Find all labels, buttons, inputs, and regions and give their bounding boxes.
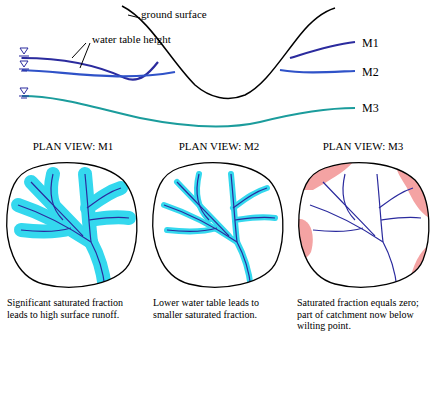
- stream-channel: [313, 228, 363, 231]
- ground-surface-label: ground surface: [141, 8, 207, 20]
- catchment-outline: [7, 163, 137, 288]
- water-table-m1: [290, 42, 355, 58]
- dry-area: [395, 160, 435, 220]
- catchment-interior: [164, 174, 275, 288]
- saturated-area: [167, 228, 217, 231]
- curve-label: M2: [362, 66, 379, 78]
- water-level-symbol: [20, 48, 28, 54]
- catchment-outline: [153, 163, 283, 288]
- saturated-area: [89, 217, 129, 220]
- plan-view-title: PLAN VIEW: M1: [3, 140, 143, 153]
- stream-channel: [167, 228, 217, 231]
- stream-channel: [310, 205, 383, 242]
- plan-view: PLAN VIEW: M2 Lower water table leads to …: [149, 140, 289, 410]
- plan-view-caption: Significant saturated fraction leads to …: [7, 297, 137, 320]
- water-level-symbol: [19, 96, 29, 98]
- catchment-interior: [18, 174, 129, 288]
- plan-view-caption: Lower water table leads to smaller satur…: [153, 297, 283, 320]
- dry-area: [295, 160, 355, 190]
- stream-channel: [381, 217, 421, 220]
- stream-channel: [379, 188, 413, 208]
- stream-channel: [197, 174, 209, 220]
- stream-channel: [51, 174, 63, 220]
- water-table-m2: [280, 70, 355, 72]
- saturated-area: [233, 188, 267, 208]
- water-level-symbol: [20, 88, 28, 94]
- catchment-fill: [153, 163, 283, 288]
- stream-channel: [164, 205, 237, 242]
- leader-line: [128, 15, 140, 18]
- stream-channel: [237, 242, 251, 288]
- saturated-area: [87, 188, 121, 208]
- plan-view-caption: Saturated fraction equals zero; part of …: [297, 297, 427, 332]
- water-table-m2: [22, 70, 175, 76]
- plan-view-title: PLAN VIEW: M3: [293, 140, 433, 153]
- catchment-interior: [295, 160, 435, 292]
- saturated-area: [21, 228, 71, 231]
- curve-label: M3: [362, 102, 379, 114]
- stream-channel: [177, 182, 229, 236]
- catchment-plan: [153, 163, 283, 288]
- stream-channel: [233, 188, 267, 208]
- ground-surface-line: [122, 6, 335, 98]
- plan-view-title: PLAN VIEW: M2: [149, 140, 289, 153]
- saturated-area: [237, 242, 251, 288]
- stream-channel: [21, 228, 71, 231]
- stream-channel: [87, 188, 121, 208]
- stream-channel: [235, 217, 275, 220]
- stream-channel: [383, 242, 397, 288]
- catchment-plan: [295, 160, 435, 292]
- catchment-outline: [299, 163, 429, 288]
- plan-view: PLAN VIEW: M1 Significant saturated fract…: [3, 140, 143, 410]
- saturated-area: [91, 242, 105, 288]
- catchment-fill: [7, 163, 137, 288]
- water-table-m3: [22, 96, 355, 126]
- curve-label: M1: [362, 37, 379, 49]
- stream-channel: [89, 217, 129, 220]
- stream-channel: [31, 182, 83, 236]
- leader-line: [72, 43, 90, 68]
- plan-view: PLAN VIEW: M3 Saturated fraction equals z…: [293, 140, 433, 410]
- stream-channel: [18, 205, 91, 242]
- water-level-symbol: [20, 61, 28, 67]
- water-level-symbol: [19, 69, 29, 71]
- stream-channel: [91, 242, 105, 288]
- dry-area: [407, 242, 435, 292]
- saturated-area: [235, 217, 275, 220]
- stream-channel: [343, 174, 355, 220]
- water-level-symbol: [19, 56, 29, 58]
- water-table-label: water table height: [92, 33, 171, 45]
- stream-channel: [323, 182, 375, 236]
- catchment-plan: [7, 163, 137, 288]
